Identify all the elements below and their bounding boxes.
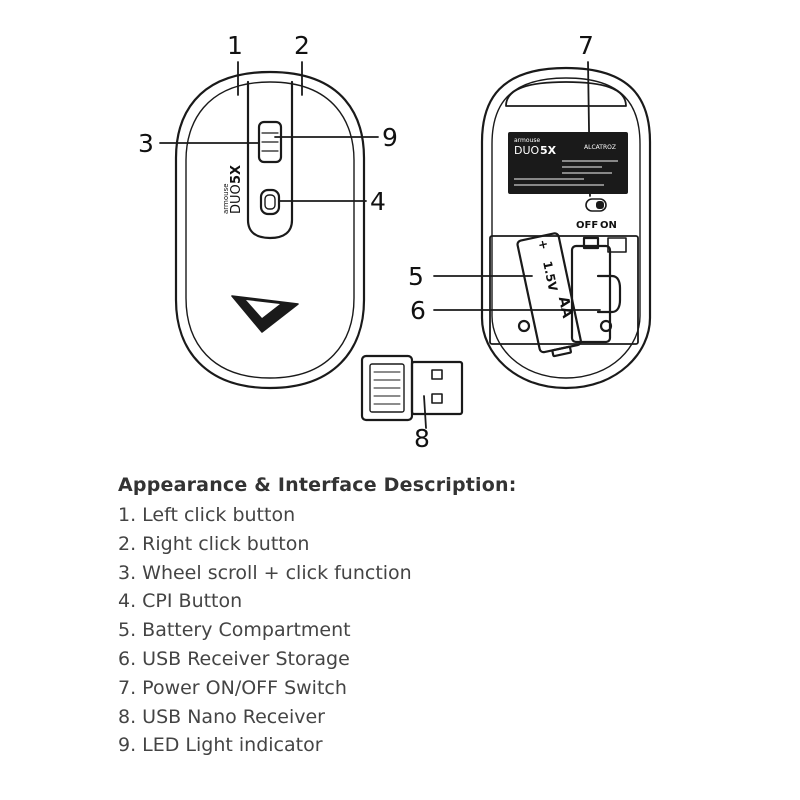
battery-markings: 1.5V AA + bbox=[535, 238, 575, 320]
scroll-wheel[interactable] bbox=[257, 120, 283, 164]
callout-5: 5 bbox=[408, 262, 424, 291]
list-item: 5. Battery Compartment bbox=[118, 619, 351, 642]
cpi-button[interactable] bbox=[259, 188, 281, 216]
svg-text:5X: 5X bbox=[229, 165, 244, 184]
mouse-bottom-inner bbox=[491, 77, 641, 379]
callout-2: 2 bbox=[294, 31, 310, 60]
callout-9: 9 bbox=[382, 123, 398, 152]
callout-3: 3 bbox=[138, 129, 154, 158]
power-switch[interactable] bbox=[585, 198, 607, 212]
mouse-bottom-body bbox=[480, 66, 652, 390]
list-item: 2. Right click button bbox=[118, 532, 310, 555]
mouse-top-view bbox=[174, 70, 366, 390]
svg-text:armouse: armouse bbox=[514, 137, 540, 144]
alcatroz-logo-icon bbox=[232, 296, 298, 332]
aa-battery bbox=[516, 232, 582, 358]
list-item: 9. LED Light indicator bbox=[118, 734, 323, 757]
product-label-plate: armouse DUO 5X ALCATROZ bbox=[508, 132, 628, 194]
svg-text:DUO: DUO bbox=[514, 144, 540, 157]
callout-8: 8 bbox=[414, 424, 430, 453]
list-item: 4. CPI Button bbox=[118, 590, 243, 613]
mouse-bottom-view bbox=[480, 66, 652, 390]
button-split-channel bbox=[246, 80, 294, 240]
battery-compartment-outline bbox=[489, 235, 639, 345]
switch-on-label: ON bbox=[600, 220, 617, 231]
list-item: 3. Wheel scroll + click function bbox=[118, 561, 412, 584]
list-item: 7. Power ON/OFF Switch bbox=[118, 676, 347, 699]
svg-text:+: + bbox=[535, 238, 551, 251]
product-diagram: armouse DUO 5X armouse DUO 5X ALCATROZ O… bbox=[138, 31, 652, 453]
svg-text:ALCATROZ: ALCATROZ bbox=[584, 144, 616, 151]
svg-text:5X: 5X bbox=[540, 144, 557, 157]
list-item: 6. USB Receiver Storage bbox=[118, 647, 350, 670]
svg-text:DUO: DUO bbox=[229, 184, 244, 214]
svg-text:AA: AA bbox=[555, 295, 575, 320]
usb-nano-receiver bbox=[360, 354, 464, 422]
svg-text:armouse: armouse bbox=[222, 183, 230, 214]
list-item: 1. Left click button bbox=[118, 504, 296, 526]
callout-6: 6 bbox=[410, 296, 426, 325]
list-item: 8. USB Nano Receiver bbox=[118, 705, 325, 728]
description-list: 1. Left click button 2. Right click butt… bbox=[118, 501, 758, 760]
callout-7: 7 bbox=[578, 31, 594, 60]
switch-off-label: OFF bbox=[576, 220, 598, 231]
leader-lines bbox=[159, 61, 601, 429]
top-view-brand: armouse DUO 5X bbox=[222, 165, 244, 214]
usb-receiver-slot bbox=[570, 236, 622, 344]
callout-4: 4 bbox=[370, 187, 386, 216]
mouse-top-body bbox=[174, 70, 366, 390]
svg-text:1.5V: 1.5V bbox=[540, 260, 560, 293]
mouse-top-inner-outline bbox=[185, 81, 355, 379]
description-heading: Appearance & Interface Description: bbox=[118, 474, 517, 496]
callout-1: 1 bbox=[227, 31, 243, 60]
description-section: Appearance & Interface Description: 1. L… bbox=[118, 474, 758, 760]
